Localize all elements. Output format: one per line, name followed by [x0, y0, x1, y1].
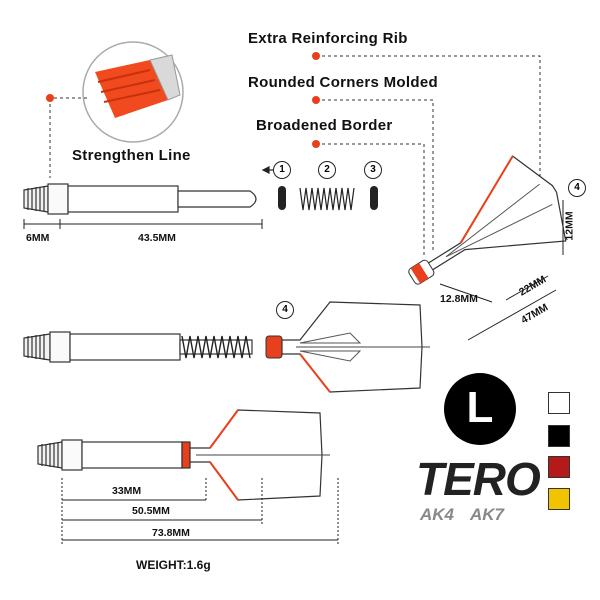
bottom-dim-lines: [61, 478, 339, 545]
dim-50-5: 50.5MM: [132, 505, 170, 517]
dim-33: 33MM: [112, 485, 142, 497]
dim-ring: 12.8MM: [440, 293, 478, 305]
dim-flight-height: 12MM: [563, 211, 576, 241]
o-ring-part: [278, 186, 286, 210]
end-ring-part: [370, 186, 378, 210]
flight-angled: [408, 155, 567, 285]
callout-strengthen-line: Strengthen Line: [72, 147, 191, 164]
part-number-3: 3: [364, 161, 382, 179]
weight-label: WEIGHT:1.6g: [136, 558, 211, 572]
flight-dim-lines: [439, 200, 564, 341]
color-swatch-red[interactable]: [548, 456, 570, 478]
middle-flight: [265, 301, 430, 393]
brand-logo: TERO: [416, 453, 541, 505]
middle-assembly: [23, 331, 253, 363]
dim-thread: 6MM: [26, 232, 50, 244]
leader-dots: [46, 52, 320, 148]
spring-part: [299, 187, 355, 211]
callout-broadened-border: Broadened Border: [256, 117, 393, 134]
callout-reinforcing-rib: Extra Reinforcing Rib: [248, 30, 408, 47]
thread-zoom-circle: [82, 41, 184, 143]
callout-rounded-corners: Rounded Corners Molded: [248, 74, 438, 91]
part-number-2: 2: [318, 161, 336, 179]
color-swatch-yellow[interactable]: [548, 488, 570, 510]
bottom-assembly: [37, 409, 330, 501]
sub-logo-ak4: AK4: [420, 505, 455, 524]
top-shaft: [23, 183, 257, 215]
leader-lines: [49, 55, 541, 255]
sub-logo-ak7: AK7: [470, 505, 505, 524]
size-badge: L: [444, 373, 516, 445]
part-number-4-angled: 4: [568, 179, 586, 197]
size-letter: L: [466, 383, 494, 432]
dim-73-8: 73.8MM: [152, 527, 190, 539]
color-swatch-black[interactable]: [548, 425, 570, 447]
top-dim-lines: [23, 219, 263, 229]
dim-shaft: 43.5MM: [138, 232, 176, 244]
part-number-1: 1: [273, 161, 291, 179]
part-number-4-middle: 4: [276, 301, 294, 319]
color-swatch-white[interactable]: [548, 392, 570, 414]
